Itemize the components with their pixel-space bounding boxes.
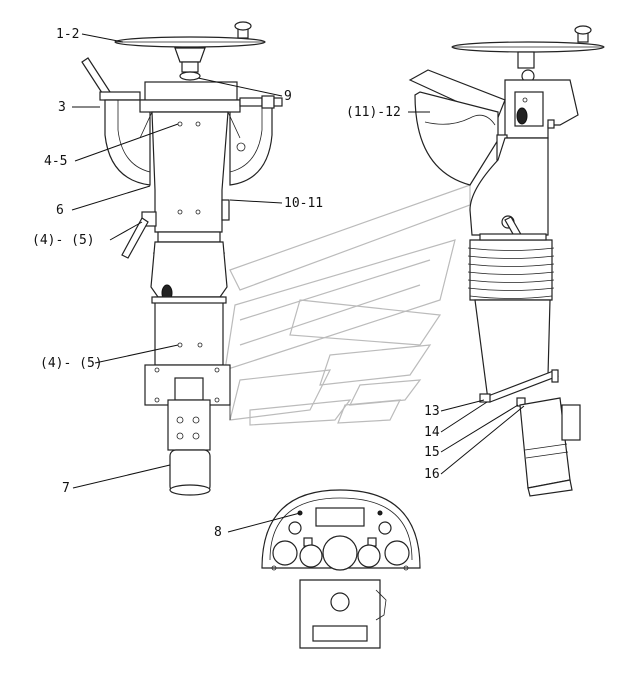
label-16: 16	[424, 467, 440, 482]
label-4-5: 4-5	[44, 154, 67, 169]
label-14: 14	[424, 425, 440, 440]
label-11-12: (11)-12	[346, 105, 401, 120]
connector-plug	[239, 95, 283, 109]
label-6: 6	[56, 203, 64, 218]
column-head	[504, 79, 579, 139]
callout-labels: 1-2 3 4-5 6 (4)- (5) (4)- (5) 7 8 9 10-1…	[32, 27, 440, 540]
label-1-2: 1-2	[56, 27, 79, 42]
label-4-5-lower: (4)- (5)	[40, 356, 103, 371]
instrument-panel	[261, 489, 421, 649]
steering-motor	[167, 377, 211, 496]
motor-side	[519, 397, 581, 497]
watermark-logo	[224, 184, 471, 426]
bellows-boot	[150, 231, 228, 298]
label-9: 9	[284, 89, 292, 104]
label-3: 3	[58, 100, 66, 115]
mount-plate-side	[479, 369, 559, 407]
column-body	[139, 111, 241, 233]
label-8: 8	[214, 525, 222, 540]
steering-wheel-right	[451, 25, 605, 83]
left-steering-assembly	[81, 21, 283, 496]
label-13: 13	[424, 404, 440, 419]
label-7: 7	[62, 481, 70, 496]
bellows-side	[467, 233, 555, 301]
tilt-lever	[121, 211, 157, 259]
leader-lines	[71, 33, 525, 533]
lower-column-side	[474, 299, 551, 401]
right-steering-assembly	[408, 25, 605, 497]
console-housing	[104, 81, 273, 186]
label-10-11: 10-11	[284, 196, 323, 211]
lower-column	[151, 296, 227, 366]
steering-wheel-left	[114, 21, 266, 81]
label-4-5-upper: (4)- (5)	[32, 233, 95, 248]
label-15: 15	[424, 445, 440, 460]
lever-handle-top	[81, 57, 141, 101]
